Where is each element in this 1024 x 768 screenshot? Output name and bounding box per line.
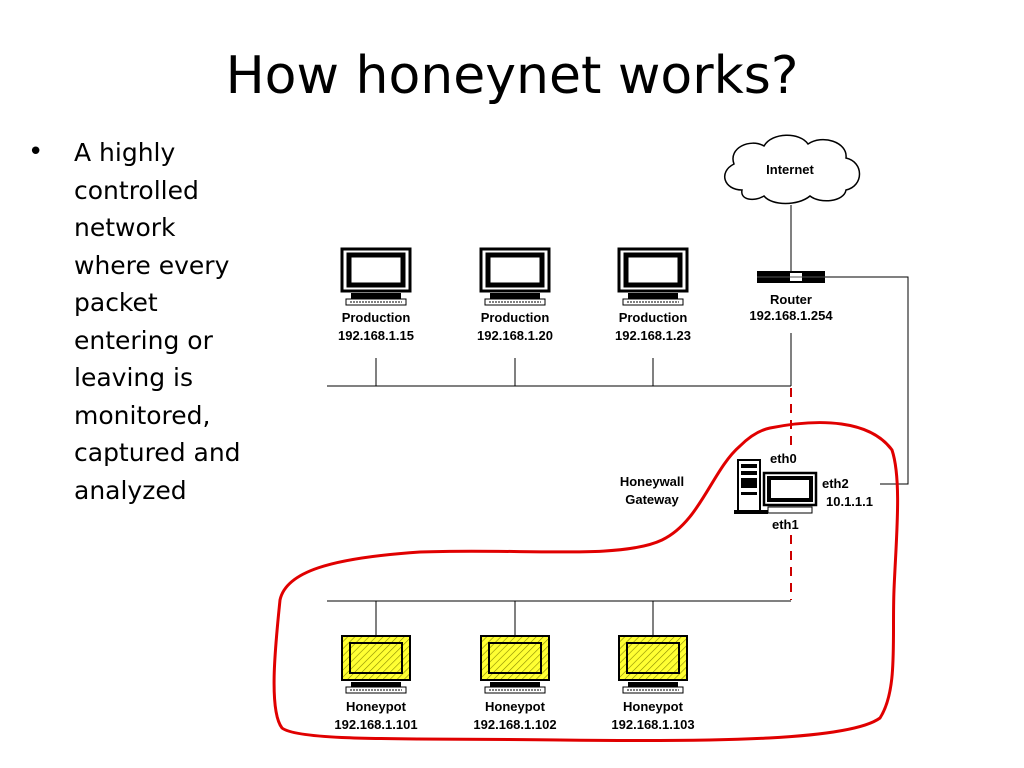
bullet-line: A highly — [74, 138, 176, 167]
honeypot-computer — [341, 635, 411, 694]
honeypot-computer — [480, 635, 550, 694]
internet-label: Internet — [766, 162, 814, 177]
production-name: Production — [481, 310, 550, 325]
honeypot-ip: 192.168.1.102 — [473, 717, 556, 732]
honeypot-name: Honeypot — [485, 699, 546, 714]
bullet-line: entering or — [74, 325, 213, 355]
production-name: Production — [342, 310, 411, 325]
bullet-line: leaving is — [74, 363, 194, 392]
eth0-label: eth0 — [770, 451, 797, 466]
production-computer — [340, 247, 412, 306]
bullet-line: monitored, — [74, 400, 211, 430]
honeypot-name: Honeypot — [346, 699, 407, 714]
eth2-ip: 10.1.1.1 — [826, 494, 873, 509]
eth1-label: eth1 — [772, 517, 799, 532]
bullet-line: controlled — [74, 175, 199, 205]
production-computer — [617, 247, 689, 306]
bullet-line: captured and — [74, 438, 241, 467]
bullet-line: network — [74, 213, 176, 242]
bullet-line: analyzed — [74, 475, 187, 505]
honeypot-ip: 192.168.1.103 — [611, 717, 694, 732]
bullet-marker: • — [28, 137, 44, 167]
production-ip: 192.168.1.23 — [615, 328, 691, 343]
honeypot-name: Honeypot — [623, 699, 684, 714]
router-ip: 192.168.1.254 — [749, 308, 833, 323]
bullet-line: where every — [74, 250, 230, 280]
bullet-point: • A highly controlled network where ever… — [28, 134, 278, 509]
honeypot-ip: 192.168.1.101 — [334, 717, 417, 732]
internet-cloud: Internet — [724, 134, 861, 205]
honeywall-gateway-device — [734, 459, 818, 514]
gateway-label-line2: Gateway — [625, 492, 679, 507]
bullet-text: A highly controlled network where every … — [74, 134, 241, 509]
production-ip: 192.168.1.15 — [338, 328, 414, 343]
router-eth2-link — [825, 276, 909, 485]
gateway-label-line1: Honeywall — [620, 474, 684, 489]
production-ip: 192.168.1.20 — [477, 328, 553, 343]
production-name: Production — [619, 310, 688, 325]
honeypot-computer — [618, 635, 688, 694]
network-links — [327, 205, 909, 636]
eth2-label: eth2 — [822, 476, 849, 491]
honeynet-highlight-outline — [272, 421, 900, 743]
router-name: Router — [770, 292, 812, 307]
bullet-line: packet — [74, 288, 158, 317]
router-device — [757, 271, 825, 283]
slide-title: How honeynet works? — [225, 46, 799, 106]
production-computer — [479, 247, 551, 306]
